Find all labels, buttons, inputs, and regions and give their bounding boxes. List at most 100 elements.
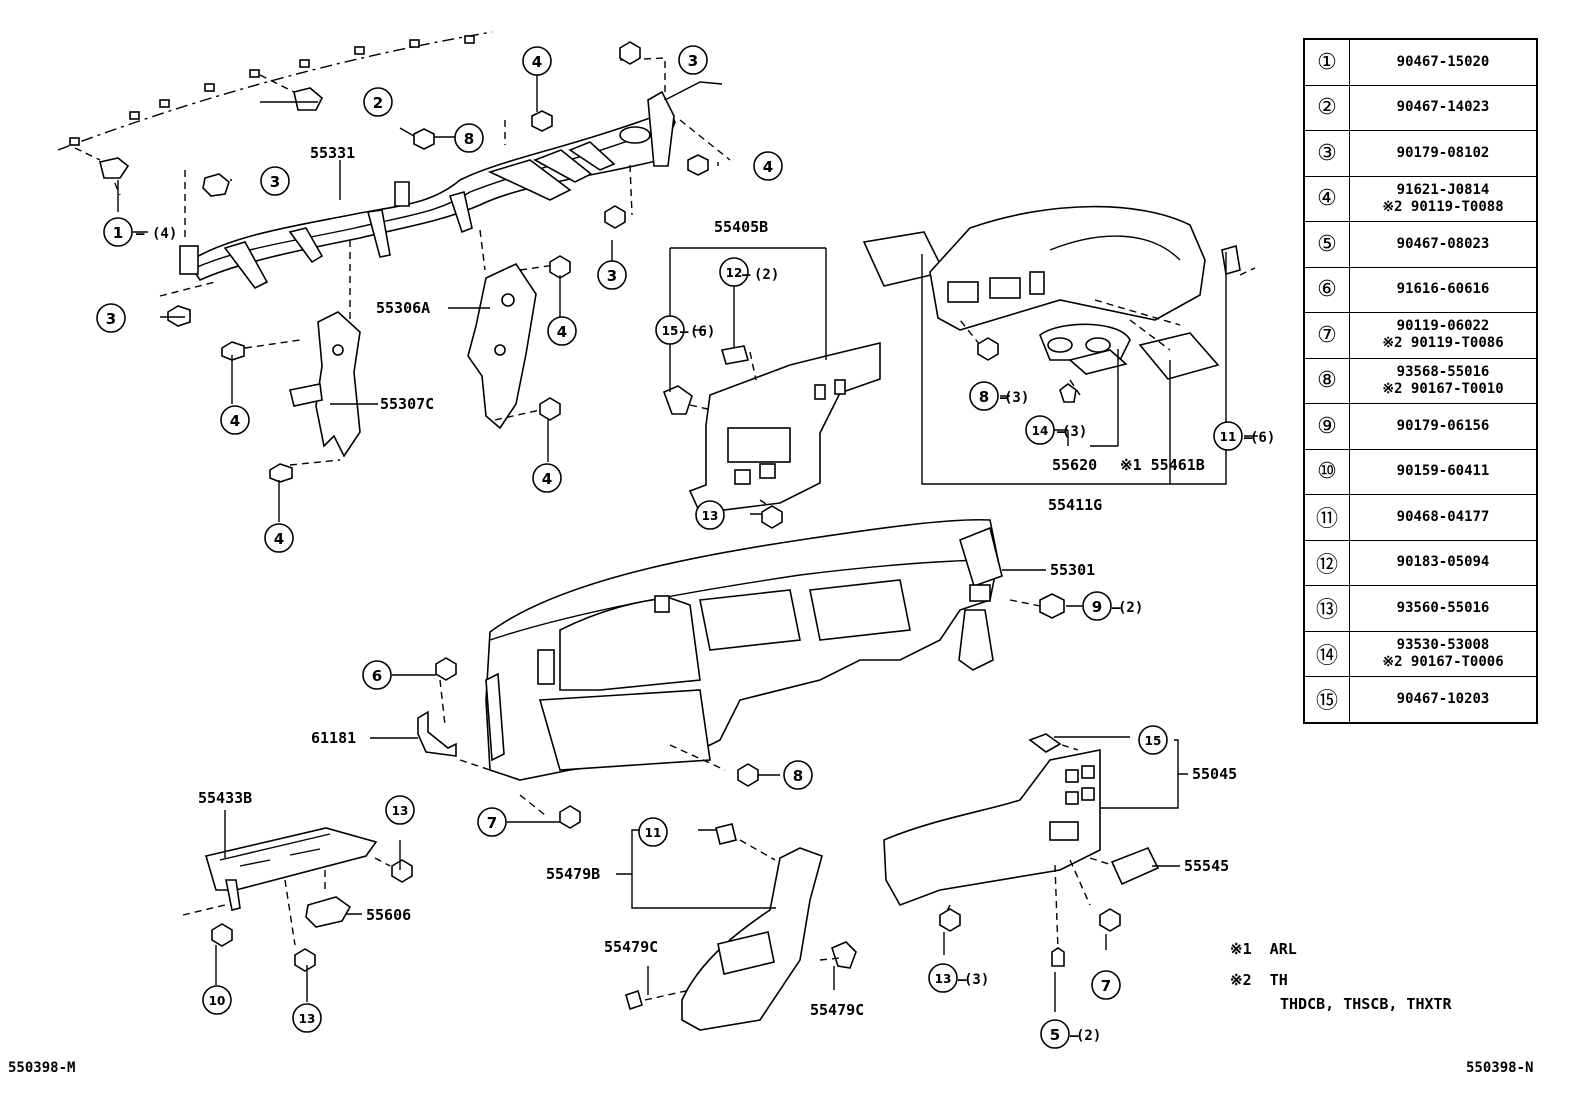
callout-11: 11 — [1220, 430, 1237, 444]
legend-part-line: 90183-05094 — [1396, 554, 1490, 571]
legend-part-line: 93530-53008 — [1396, 636, 1490, 653]
legend-callout-number: ⑨ — [1303, 403, 1350, 450]
legend-part-line: 91621-J0814 — [1396, 181, 1490, 198]
figure-code-right: 550398-N — [1466, 1060, 1534, 1076]
callout-13: 13 — [702, 509, 719, 523]
callout-10: 10 — [209, 994, 226, 1008]
callout-13: 13 — [392, 804, 409, 818]
legend-part-number: 93568-55016※2 90167-T0010 — [1349, 357, 1538, 404]
callout-12: 12 — [726, 266, 743, 280]
label-55405B: 55405B — [714, 218, 768, 236]
callout-3: 3 — [106, 310, 116, 328]
label-55306A: 55306A — [376, 299, 430, 317]
quantity-12: (2) — [754, 267, 779, 283]
svg-text:–: – — [958, 972, 967, 988]
legend-callout-number: ⑬ — [1303, 585, 1350, 632]
callout-2: 2 — [373, 94, 383, 112]
legend-part-number: 90119-06022※2 90119-T0086 — [1349, 312, 1538, 359]
callout-1: 1 — [113, 224, 123, 242]
legend-row: ⑬ 93560-55016 — [1303, 585, 1538, 632]
callout-8: 8 — [979, 388, 989, 406]
quantity-14: (3) — [1062, 424, 1087, 440]
legend-part-number: 90467-10203 — [1349, 676, 1538, 723]
label-55307C: 55307C — [380, 395, 434, 413]
legend-callout-number: ⑤ — [1303, 221, 1350, 268]
cluster-panel-55411G — [862, 205, 1241, 380]
legend-part-number: 90467-14023 — [1349, 84, 1538, 131]
legend-part-line: 90467-10203 — [1396, 690, 1490, 707]
quantity-dashes: ––– ––– ––– — [136, 226, 1253, 1044]
callout-4: 4 — [763, 158, 773, 176]
legend-row: ⑩ 90159-60411 — [1303, 448, 1538, 495]
bracket-55306A — [467, 262, 537, 430]
label-55331: 55331 — [310, 144, 355, 162]
callout-4: 4 — [542, 470, 552, 488]
callout-4: 4 — [274, 530, 284, 548]
svg-text:–: – — [680, 324, 689, 340]
legend-callout-number: ⑭ — [1303, 630, 1350, 677]
note-1-text: ARL — [1269, 940, 1297, 958]
svg-text:–: – — [1000, 390, 1009, 406]
callout-8: 8 — [464, 130, 474, 148]
legend-part-line: 90179-08102 — [1396, 144, 1490, 161]
legend-part-number: 90179-06156 — [1349, 403, 1538, 450]
svg-text:–: – — [1244, 430, 1253, 446]
callout-3: 3 — [688, 52, 698, 70]
legend-part-number: 90468-04177 — [1349, 494, 1538, 541]
legend-row: ⑨ 90179-06156 — [1303, 403, 1538, 450]
quantity-5: (2) — [1076, 1028, 1101, 1044]
legend-callout-number: ④ — [1303, 175, 1350, 222]
legend-callout-number: ⑪ — [1303, 494, 1350, 541]
bracket-61181 — [417, 710, 457, 757]
callout-15: 15 — [1145, 734, 1162, 748]
lower-panel-55433B — [204, 827, 378, 911]
legend-part-line: ※2 90167-T0006 — [1382, 653, 1504, 670]
legend-row: ③ 90179-08102 — [1303, 130, 1538, 177]
callout-15: 15 — [662, 324, 679, 338]
callout-8: 8 — [793, 767, 803, 785]
label-55479B: 55479B — [546, 865, 600, 883]
clip-part-1 — [99, 157, 130, 179]
label-55411G: 55411G — [1048, 496, 1102, 514]
legend-part-line: 90179-06156 — [1396, 417, 1490, 434]
clip-part-2 — [293, 87, 323, 111]
legend-part-number: 90467-08023 — [1349, 221, 1538, 268]
quantity-8: (3) — [1004, 390, 1029, 406]
cowl-clips — [69, 35, 475, 146]
legend-callout-number: ⑥ — [1303, 266, 1350, 313]
legend-part-line: 90467-15020 — [1396, 53, 1490, 70]
legend-part-line: 93560-55016 — [1396, 599, 1490, 616]
legend-part-number: 91616-60616 — [1349, 266, 1538, 313]
legend-part-line: 90119-06022 — [1396, 318, 1490, 335]
legend-part-line: 91616-60616 — [1396, 281, 1490, 298]
label-55545: 55545 — [1184, 857, 1229, 875]
callout-5: 5 — [1050, 1026, 1060, 1044]
quantity-11: (6) — [1250, 430, 1275, 446]
legend-part-line: 90159-60411 — [1396, 463, 1490, 480]
callout-3: 3 — [270, 173, 280, 191]
callouts — [96, 45, 1243, 1049]
legend-row: ⑥ 91616-60616 — [1303, 266, 1538, 313]
legend-callout-number: ③ — [1303, 130, 1350, 177]
note-1-mark: ※1 — [1230, 940, 1252, 958]
legend-callout-number: ⑫ — [1303, 539, 1350, 586]
label-55620: 55620 — [1052, 456, 1097, 474]
legend-callout-number: ⑧ — [1303, 357, 1350, 404]
callout-4: 4 — [230, 412, 240, 430]
quantity-9: (2) — [1118, 600, 1143, 616]
quantity-1: (4) — [152, 226, 177, 242]
callout-7: 7 — [487, 814, 497, 832]
callout-9: 9 — [1092, 598, 1102, 616]
legend-part-number: 90179-08102 — [1349, 130, 1538, 177]
note-2-text: TH — [1269, 971, 1288, 989]
callout-4: 4 — [532, 53, 542, 71]
center-bracket-55405B — [662, 341, 881, 514]
part-55606 — [305, 896, 352, 928]
legend-callout-number: ⑩ — [1303, 448, 1350, 495]
label-61181: 61181 — [311, 729, 356, 747]
